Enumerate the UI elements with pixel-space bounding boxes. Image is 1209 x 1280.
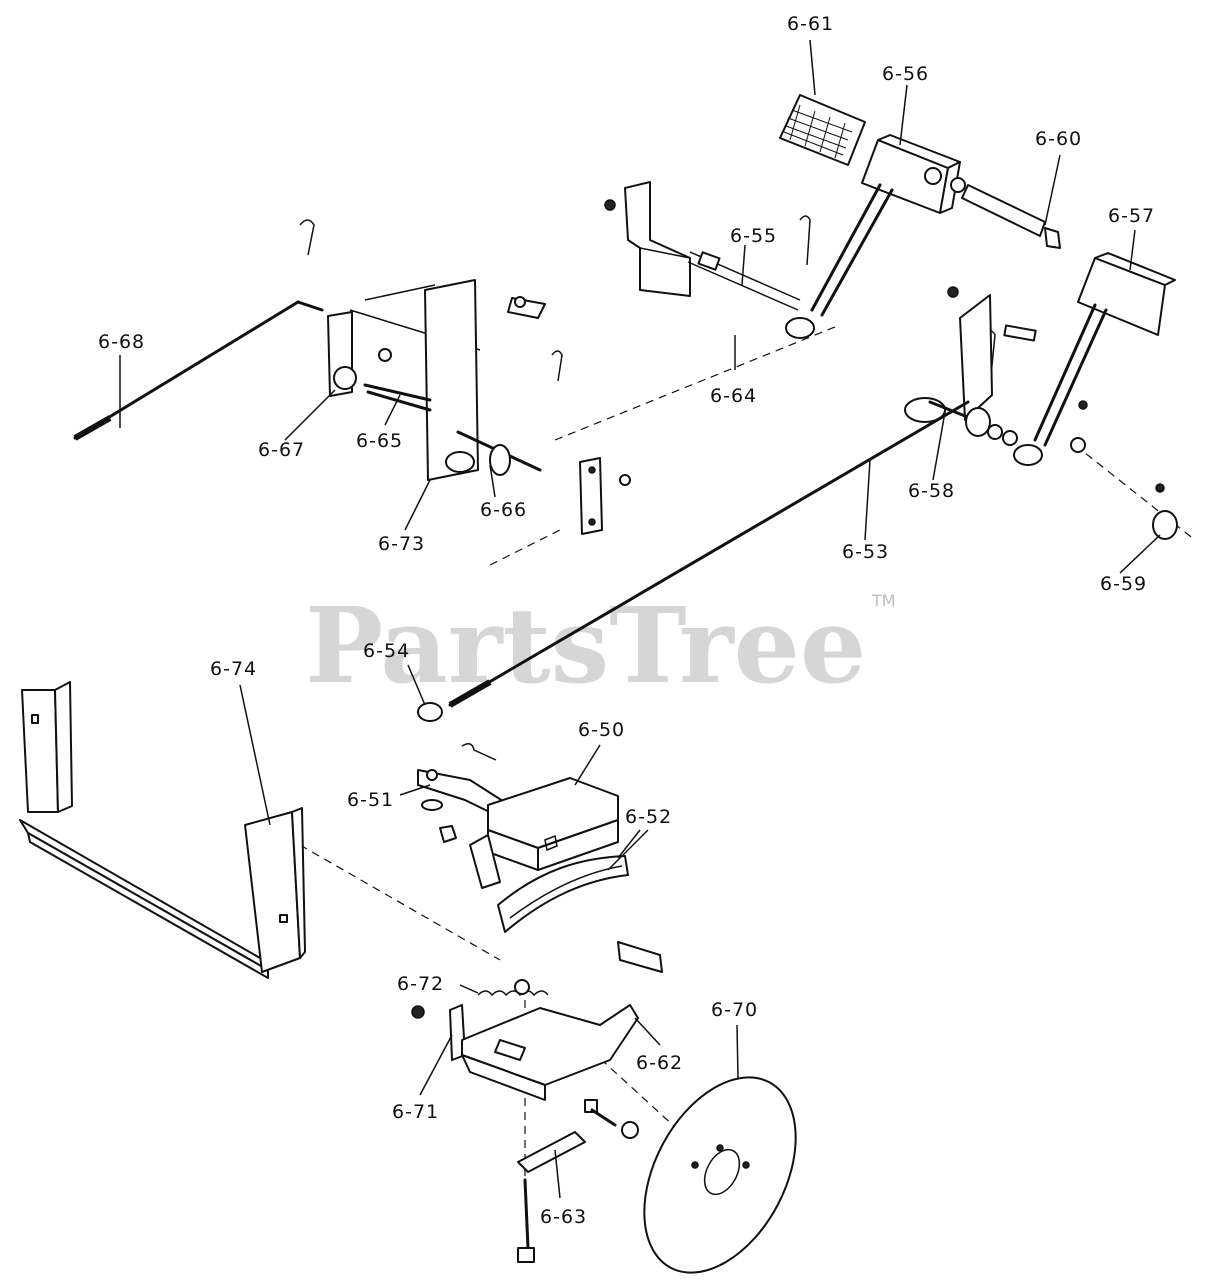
pivot-assembly-part <box>363 279 546 481</box>
pedal-rod-part <box>950 177 1061 249</box>
brake-disc-part <box>643 1076 797 1274</box>
label-6-71: 6-71 <box>392 1101 439 1123</box>
spring-link-part <box>517 1099 639 1263</box>
label-6-66: 6-66 <box>480 499 527 521</box>
shaft-bracket-left-part <box>327 309 481 397</box>
label-6-63: 6-63 <box>540 1206 587 1228</box>
label-6-65: 6-65 <box>356 430 403 452</box>
brake-pedal-part <box>785 134 961 339</box>
watermark-trademark: TM <box>871 591 896 610</box>
watermark-brand: PartsTree <box>305 584 866 707</box>
label-6-67: 6-67 <box>258 439 305 461</box>
link-plate-part <box>579 457 631 535</box>
label-6-57: 6-57 <box>1108 205 1155 227</box>
label-6-56: 6-56 <box>882 63 929 85</box>
label-6-70: 6-70 <box>711 999 758 1021</box>
watermark: PartsTree TM <box>305 584 896 707</box>
label-6-52: 6-52 <box>625 806 672 828</box>
label-6-51: 6-51 <box>347 789 394 811</box>
label-6-50: 6-50 <box>578 719 625 741</box>
idler-bracket-part <box>439 777 619 889</box>
label-6-53: 6-53 <box>842 541 889 563</box>
label-6-62: 6-62 <box>636 1052 683 1074</box>
label-6-68: 6-68 <box>98 331 145 353</box>
decal-part <box>779 94 866 166</box>
label-6-72: 6-72 <box>397 973 444 995</box>
label-6-74: 6-74 <box>210 658 257 680</box>
pedal-bracket-part <box>604 181 801 311</box>
label-6-54: 6-54 <box>363 640 410 662</box>
callout-labels: 6-61 6-56 6-60 6-57 6-55 6-64 6-68 6-67 … <box>98 13 1155 1228</box>
label-6-61: 6-61 <box>787 13 834 35</box>
leader-lines <box>119 39 1161 1199</box>
brake-shoe-part <box>497 855 663 973</box>
label-6-55: 6-55 <box>730 225 777 247</box>
label-6-58: 6-58 <box>908 480 955 502</box>
label-6-60: 6-60 <box>1035 128 1082 150</box>
pedal-bracket-right-part <box>904 286 1178 540</box>
label-6-64: 6-64 <box>710 385 757 407</box>
control-rod-right-part <box>417 400 970 722</box>
frame-part <box>19 681 306 979</box>
control-rod-left-part <box>73 300 324 441</box>
label-6-59: 6-59 <box>1100 573 1147 595</box>
label-6-73: 6-73 <box>378 533 425 555</box>
clutch-pedal-part <box>1013 252 1176 466</box>
lower-bracket-assembly-part <box>411 979 639 1101</box>
